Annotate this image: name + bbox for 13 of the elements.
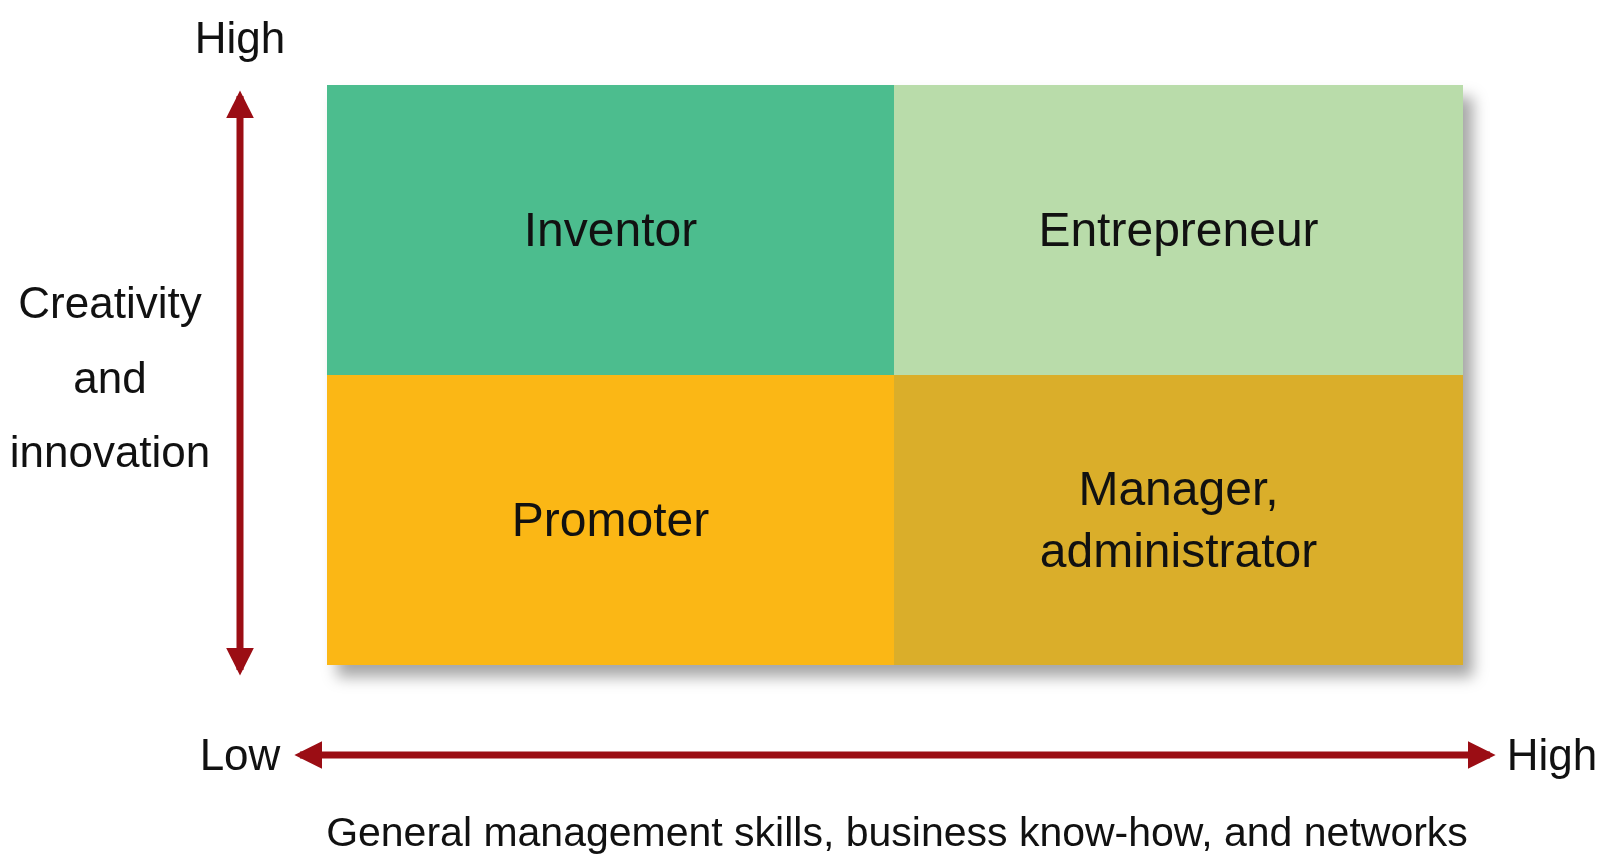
quadrant-label: Manager, administrator [1038, 460, 1319, 579]
quadrant-label: Entrepreneur [1038, 201, 1319, 258]
quadrant-box [327, 85, 894, 375]
quadrant-box [327, 375, 894, 665]
quadrant-box [894, 85, 1463, 375]
axis-end-label: High [1506, 729, 1598, 782]
axis-title: General management skills, business know-how, and networks [326, 808, 1468, 857]
axis-end-label: Low [199, 729, 281, 782]
quadrant-box [894, 375, 1463, 665]
axis-end-label: High [194, 12, 286, 65]
quadrant-label: Promoter [511, 491, 710, 548]
quadrant-label: Inventor [523, 201, 698, 258]
axis-title: Creativity and innovation [8, 276, 212, 479]
